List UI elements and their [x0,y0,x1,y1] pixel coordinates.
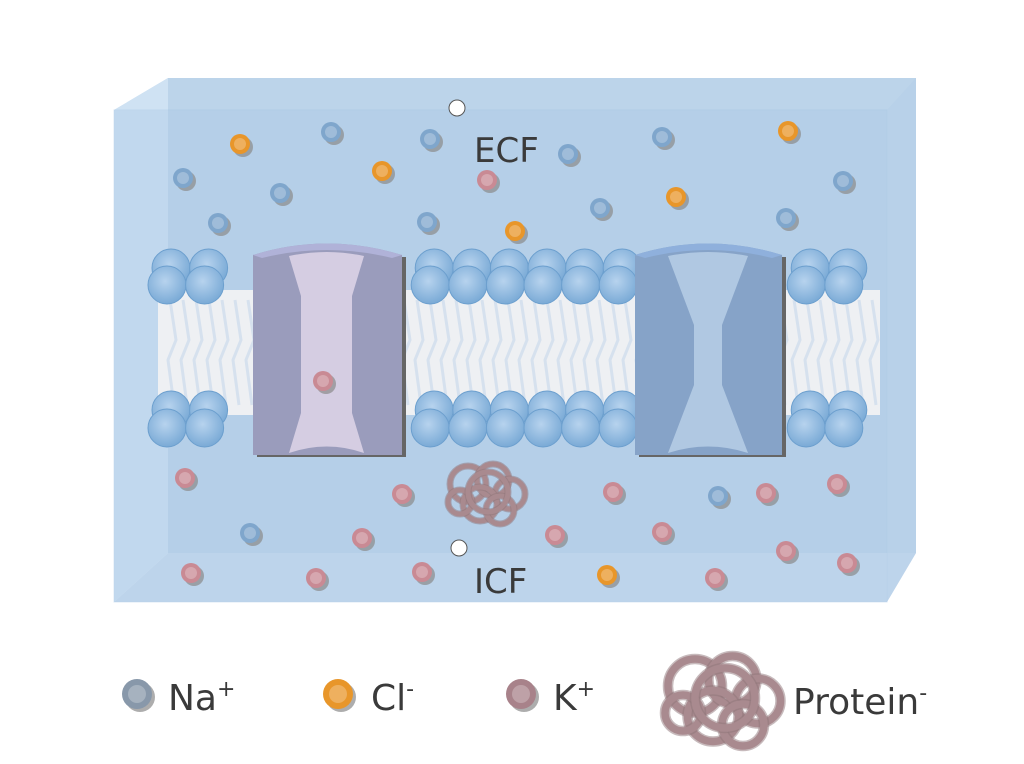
phospholipid-head [523,408,563,448]
sodium-ion [558,144,581,167]
sodium-ion [833,171,856,194]
potassium-ion [313,371,336,394]
potassium-ion [837,553,860,576]
phospholipid-head [485,408,525,448]
potassium-ion [175,468,198,491]
potassium-ion [352,528,375,551]
potassium-ion [545,525,568,548]
potassium-ion [412,562,435,585]
phospholipid-head [448,408,488,448]
legend-k-label: K+ [553,677,595,719]
legend-na-icon [122,679,155,712]
phospholipid-head [410,265,450,305]
potassium-channel [253,243,406,457]
phospholipid-head [598,265,638,305]
potassium-ion [705,568,728,591]
sodium-ion [240,523,263,546]
sodium-ion [708,486,731,509]
legend: Na+ Cl- K+ Protein- [122,650,927,752]
chloride-ion [230,134,253,157]
legend-protein-label: Protein- [793,681,927,723]
protein-molecule [444,460,529,528]
legend-cl-icon [323,679,356,712]
phospholipid-head [561,408,601,448]
phospholipid-head [185,265,225,305]
pore-marker-top [448,99,466,117]
legend-protein-icon [659,650,786,752]
sodium-ion [270,183,293,206]
chloride-ion [778,121,801,144]
sodium-ion [652,127,675,150]
potassium-ion [392,484,415,507]
phospholipid-head [561,265,601,305]
sodium-ion [208,213,231,236]
potassium-ion [827,474,850,497]
potassium-ion [306,568,329,591]
sodium-ion [122,679,155,712]
sodium-ion [420,129,443,152]
phospholipid-head [523,265,563,305]
phospholipid-head [824,265,864,305]
chloride-ion [666,187,689,210]
potassium-ion [756,483,779,506]
sodium-channel [635,243,786,457]
phospholipid-head [786,265,826,305]
phospholipid-head [824,408,864,448]
chloride-ion [597,565,620,588]
phospholipid-head [598,408,638,448]
legend-cl-label: Cl- [371,677,414,719]
phospholipid-head [147,265,187,305]
potassium-ion [603,482,626,505]
chloride-ion [372,161,395,184]
phospholipid-head [147,408,187,448]
phospholipid-head [410,408,450,448]
phospholipid-head [786,408,826,448]
phospholipid-head [185,408,225,448]
legend-na-label: Na+ [168,677,235,719]
sodium-ion [776,208,799,231]
icf-label: ICF [474,562,527,602]
ecf-label: ECF [474,131,539,171]
potassium-ion [506,679,539,712]
sodium-ion [590,198,613,221]
sodium-ion [321,122,344,145]
pore-marker-bottom [450,539,468,557]
legend-k-icon [506,679,539,712]
potassium-ion [776,541,799,564]
sodium-ion [417,212,440,235]
phospholipid-head [485,265,525,305]
sodium-ion [173,168,196,191]
potassium-ion [652,522,675,545]
potassium-ion [477,170,500,193]
potassium-ion [181,563,204,586]
phospholipid-head [448,265,488,305]
chloride-ion [505,221,528,244]
chloride-ion [323,679,356,712]
ions [173,121,860,591]
